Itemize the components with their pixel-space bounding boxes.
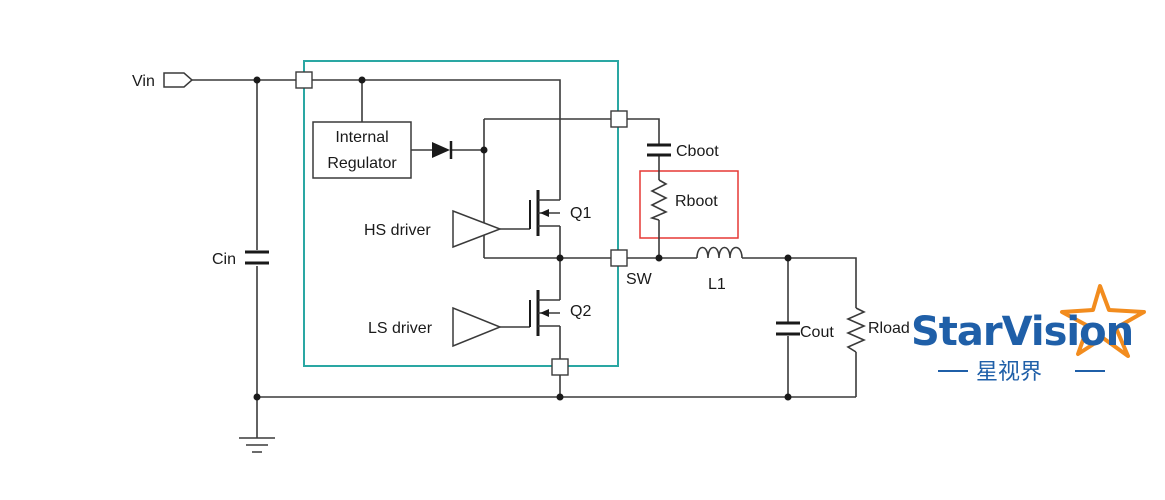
rload-label: Rload: [868, 320, 910, 337]
internal-regulator-label-1: Internal: [335, 129, 388, 146]
q1-label: Q1: [570, 205, 591, 222]
rboot-label: Rboot: [675, 193, 718, 210]
cin-label: Cin: [212, 251, 236, 268]
internal-regulator-box: [312, 121, 412, 179]
vin-pin: [295, 71, 313, 89]
cboot-label: Cboot: [676, 143, 719, 160]
cin-capacitor: [245, 250, 269, 265]
l1-inductor: [696, 246, 743, 259]
junction-dots: [253, 76, 792, 401]
starvision-logo: StarVision 星视界: [911, 284, 1146, 385]
gnd-pin: [551, 358, 569, 376]
cout-capacitor: [776, 321, 800, 336]
q1-mosfet: [529, 190, 560, 236]
ls-driver-buffer: [452, 306, 503, 348]
hs-driver-buffer: [452, 209, 503, 249]
sw-pin: [610, 249, 628, 267]
vin-terminal: [163, 72, 194, 88]
cout-label: Cout: [800, 324, 834, 341]
wires: [192, 79, 857, 453]
q2-mosfet: [529, 290, 560, 336]
q2-label: Q2: [570, 303, 591, 320]
hs-driver-label: HS driver: [364, 222, 431, 239]
cboot-capacitor: [647, 143, 671, 157]
logo-brand-en: StarVision: [911, 309, 1133, 355]
sw-label: SW: [626, 271, 653, 288]
rload-resistor: [846, 307, 866, 353]
boot-pin: [610, 110, 628, 128]
rboot-highlight-box: [639, 170, 739, 239]
rboot-resistor: [649, 179, 668, 221]
ls-driver-label: LS driver: [368, 320, 433, 337]
ic-package-outline: [303, 60, 619, 367]
l1-label: L1: [708, 276, 726, 293]
diode: [432, 141, 453, 159]
internal-regulator-label-2: Regulator: [327, 155, 397, 172]
logo-brand-cn: 星视界: [976, 360, 1042, 385]
vin-label: Vin: [132, 73, 155, 90]
star-icon: [1060, 284, 1146, 358]
